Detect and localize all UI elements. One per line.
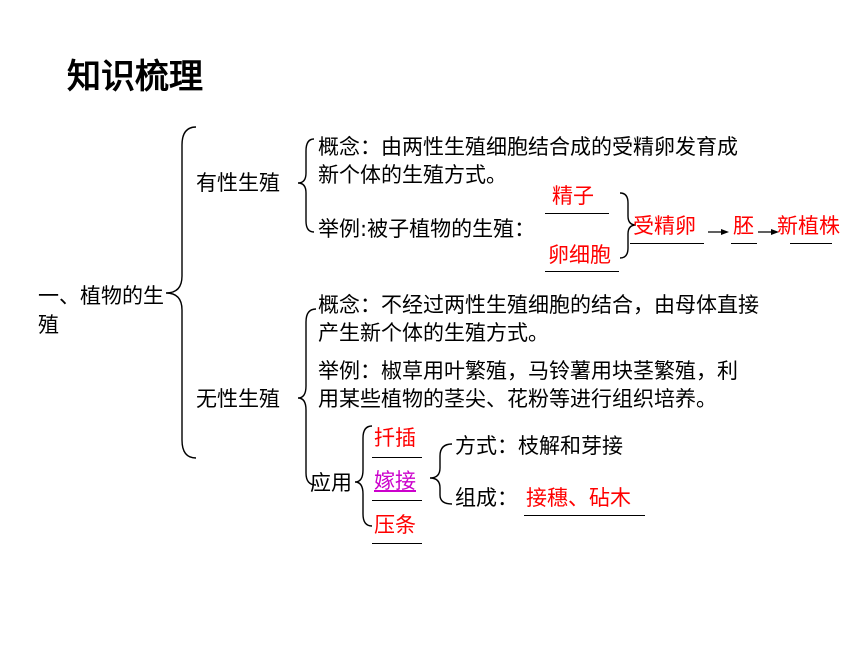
root-label: 一、植物的生殖 <box>38 284 164 337</box>
layering-answer: 压条 <box>374 513 416 537</box>
arrowhead-1 <box>721 229 729 235</box>
page-title: 知识梳理 <box>67 57 203 97</box>
egg-answer: 卵细胞 <box>548 243 611 267</box>
grafting-parts-blank-line <box>524 515 645 516</box>
sexual-concept-line1: 概念：由两性生殖细胞结合成的受精卵发育成 <box>318 135 738 159</box>
grafting-parts-answer: 接穗、砧木 <box>526 486 631 510</box>
grafting-blank-line <box>372 500 422 501</box>
grafting-answer: 嫁接 <box>374 469 416 493</box>
embryo-answer: 胚 <box>733 214 754 238</box>
main-brace <box>165 126 197 459</box>
application-brace <box>354 425 373 527</box>
sexual-example-label: 举例:被子植物的生殖： <box>318 217 536 241</box>
sexual-brace <box>297 138 315 233</box>
asexual-example-line2: 用某些植物的茎尖、花粉等进行组织培养。 <box>318 387 717 411</box>
asexual-example-line1: 举例：椒草用叶繁殖，马铃薯用块茎繁殖，利 <box>318 359 738 383</box>
new-plant-blank-line <box>790 243 832 244</box>
asexual-concept-line1: 概念：不经过两性生殖细胞的结合，由母体直接 <box>318 293 759 317</box>
grafting-way: 方式：枝解和芽接 <box>455 434 623 458</box>
sperm-blank-line <box>545 213 609 214</box>
sexual-label: 有性生殖 <box>196 171 280 195</box>
cutting-blank-line <box>372 457 422 458</box>
zygote-blank-line <box>630 243 704 244</box>
egg-blank-line <box>545 271 619 272</box>
cutting-answer: 扦插 <box>374 426 416 450</box>
sperm-answer: 精子 <box>552 184 594 208</box>
asexual-concept-line2: 产生新个体的生殖方式。 <box>318 321 549 345</box>
embryo-blank-line <box>731 243 757 244</box>
sexual-concept-line2: 新个体的生殖方式。 <box>318 163 507 187</box>
gametes-brace <box>619 192 637 259</box>
grafting-brace <box>429 443 453 505</box>
new-plant-answer: 新植株 <box>777 214 840 238</box>
asexual-brace <box>297 308 317 486</box>
application-label: 应用 <box>310 471 352 495</box>
arrowhead-2 <box>771 229 779 235</box>
grafting-parts-label: 组成： <box>455 486 518 510</box>
layering-blank-line <box>372 543 422 544</box>
zygote-answer: 受精卵 <box>633 214 696 238</box>
asexual-label: 无性生殖 <box>196 387 280 411</box>
